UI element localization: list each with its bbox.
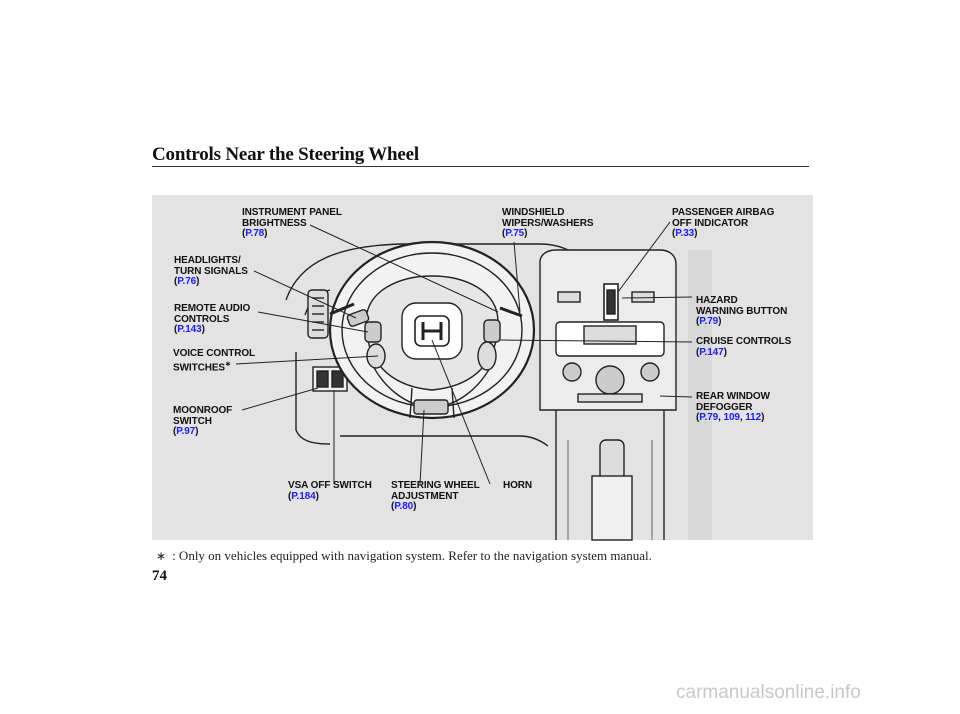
label-cruise-controls: CRUISE CONTROLS (P.147) — [696, 336, 792, 358]
watermark: carmanualsonline.info — [676, 682, 861, 703]
page-link-headlights[interactable]: P.76 — [177, 276, 197, 287]
page-link-passenger-airbag[interactable]: P.33 — [675, 228, 695, 239]
page-title: Controls Near the Steering Wheel — [152, 144, 419, 165]
page-link-rear-window-1[interactable]: P.79 — [699, 412, 719, 423]
asterisk-icon: ∗ — [156, 549, 167, 563]
page-link-windshield[interactable]: P.75 — [505, 228, 525, 239]
label-hazard-warning-button: HAZARD WARNING BUTTON (P.79) — [696, 295, 788, 327]
label-windshield-wipers: WINDSHIELD WIPERS/WASHERS (P.75) — [502, 207, 594, 239]
footnote: ∗: Only on vehicles equipped with naviga… — [156, 548, 652, 563]
page-link-remote-audio[interactable]: P.143 — [177, 324, 202, 335]
label-steering-wheel-adjustment: STEERING WHEEL ADJUSTMENT (P.80) — [391, 480, 480, 512]
label-rear-window-defogger: REAR WINDOW DEFOGGER (P.79, 109, 112) — [696, 391, 770, 423]
page-link-moonroof[interactable]: P.97 — [176, 426, 196, 437]
label-moonroof-switch: MOONROOF SWITCH (P.97) — [173, 405, 233, 437]
page-link-rear-window-3[interactable]: 112 — [745, 412, 762, 423]
asterisk-mark: ∗ — [224, 360, 231, 368]
page-link-cruise[interactable]: P.147 — [699, 346, 724, 358]
page-link-rear-window-2[interactable]: 109 — [723, 412, 740, 423]
label-instrument-panel-brightness: INSTRUMENT PANEL BRIGHTNESS (P.78) — [242, 207, 342, 239]
page-link-vsa[interactable]: P.184 — [291, 490, 316, 502]
page-link-hazard[interactable]: P.79 — [699, 316, 719, 327]
label-remote-audio-controls: REMOTE AUDIO CONTROLS (P.143) — [174, 303, 251, 335]
label-horn: HORN — [503, 480, 533, 491]
label-passenger-airbag: PASSENGER AIRBAG OFF INDICATOR (P.33) — [672, 207, 775, 239]
page-number: 74 — [152, 568, 167, 584]
title-rule — [152, 166, 809, 167]
label-headlights-turn-signals: HEADLIGHTS/ TURN SIGNALS (P.76) — [174, 255, 248, 287]
label-vsa-off-switch: VSA OFF SWITCH (P.184) — [288, 480, 372, 502]
page-link-steering-adjust[interactable]: P.80 — [394, 501, 414, 512]
label-voice-control-switches: VOICE CONTROL SWITCHES∗ — [173, 348, 256, 373]
page-link-instrument-panel[interactable]: P.78 — [245, 228, 265, 239]
